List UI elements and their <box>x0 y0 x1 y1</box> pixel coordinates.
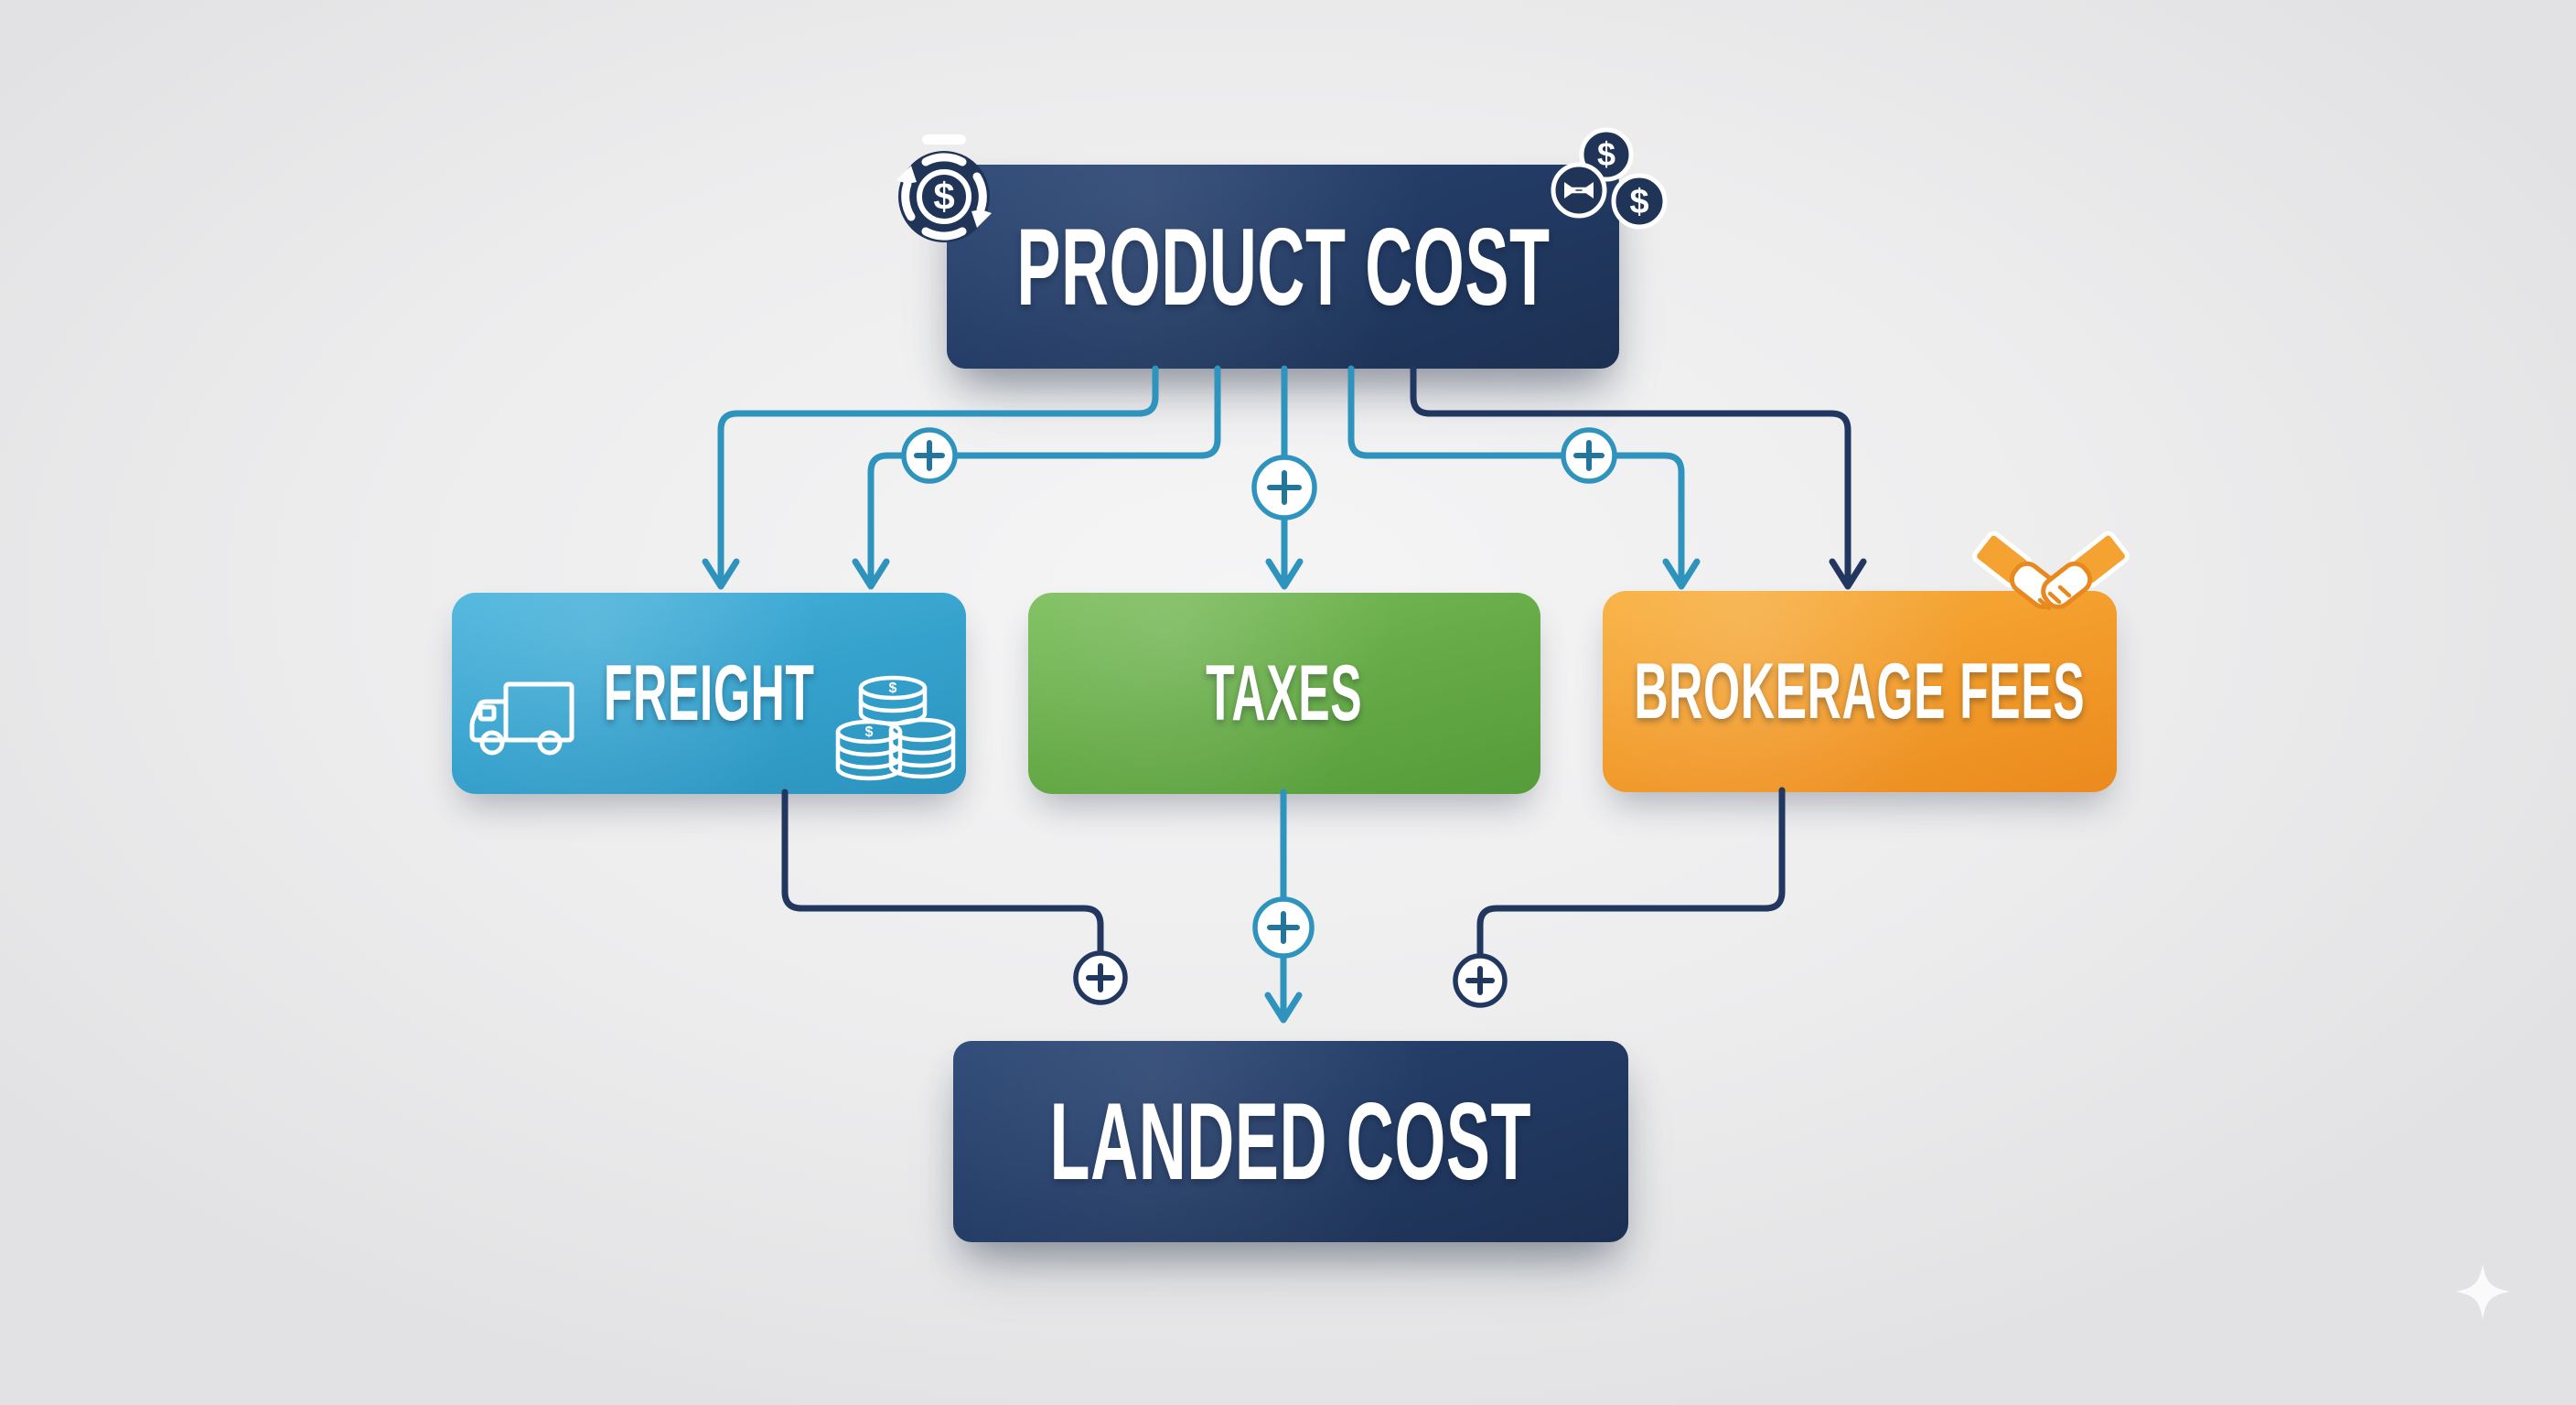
dollar-symbol: $ <box>1629 183 1648 221</box>
edge-product-to-freight-outer <box>702 365 1159 590</box>
node-taxes-label: TAXES <box>1206 649 1363 737</box>
node-freight: FREIGHT <box>452 593 966 794</box>
node-product-cost: PRODUCT COST <box>947 165 1619 369</box>
node-landed-cost-label: LANDED COST <box>1049 1080 1532 1203</box>
arrowhead-down-icon <box>852 558 890 590</box>
refresh-dollar-icon: $ <box>896 134 992 242</box>
edge-product-to-freight-inner <box>852 365 1221 590</box>
arrowhead-down-icon <box>1265 558 1304 590</box>
plus-icon <box>1251 455 1317 520</box>
exchange-mark-icon <box>1564 182 1594 198</box>
dollar-symbol: $ <box>865 724 874 740</box>
arrowhead-down-icon <box>1829 558 1867 590</box>
plus-icon <box>1453 953 1508 1008</box>
handshake-icon <box>1972 531 2130 611</box>
node-taxes: TAXES <box>1028 593 1540 794</box>
edge-brokerage-to-landed <box>1476 787 1786 959</box>
node-landed-cost: LANDED COST <box>953 1041 1628 1242</box>
coin-stacks-icon: $ $ <box>835 675 956 781</box>
arrowhead-down-icon <box>1264 992 1303 1024</box>
node-brokerage-fees: BROKERAGE FEES <box>1603 591 2117 792</box>
sparkle-icon <box>2455 1264 2510 1319</box>
node-product-cost-label: PRODUCT COST <box>1015 205 1551 328</box>
edge-product-to-brokerage-inner <box>1347 365 1701 590</box>
node-freight-label: FREIGHT <box>603 649 815 737</box>
arrowhead-down-icon <box>1662 558 1701 590</box>
plus-icon <box>1252 896 1315 959</box>
plus-icon <box>1073 950 1128 1005</box>
dollar-coins-cluster-icon: $ $ <box>1551 127 1668 230</box>
arrowhead-down-icon <box>702 558 740 590</box>
edge-product-to-brokerage-outer <box>1410 365 1867 590</box>
edge-freight-to-landed <box>781 788 1104 956</box>
plus-icon <box>1561 427 1617 484</box>
truck-icon <box>469 681 574 756</box>
plus-icon <box>901 427 958 484</box>
node-brokerage-fees-label: BROKERAGE FEES <box>1634 647 2086 735</box>
plus-operators <box>901 427 1617 1008</box>
dollar-symbol: $ <box>1597 135 1615 173</box>
dollar-symbol: $ <box>933 175 954 218</box>
dollar-symbol: $ <box>889 681 897 696</box>
